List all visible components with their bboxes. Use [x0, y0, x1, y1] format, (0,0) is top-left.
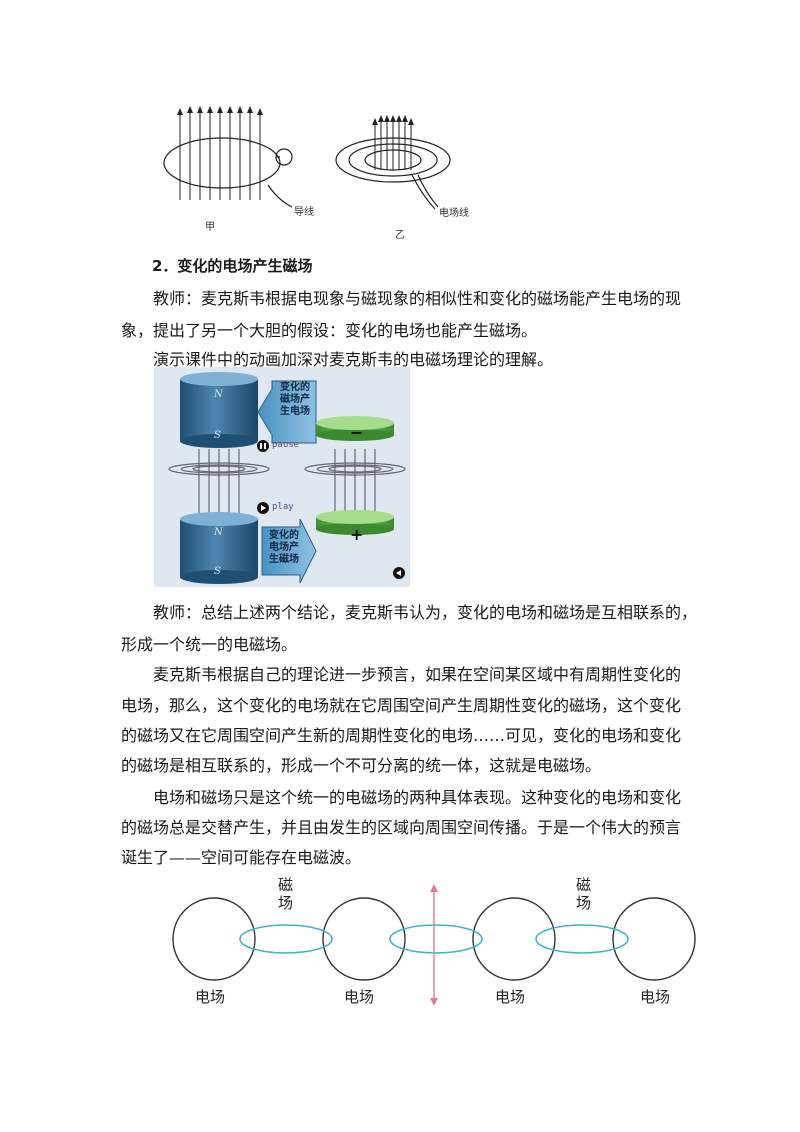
- figure-label-jia: 甲: [205, 222, 215, 233]
- capacitor-plate-top: [316, 416, 394, 441]
- electric-field-circle: [612, 897, 696, 981]
- magnetic-label-right: 磁场: [576, 876, 592, 912]
- paragraph-line: 教师：麦克斯韦根据电现象与磁现象的相似性和变化的磁场能产生电场的现: [153, 289, 682, 308]
- callout-bottom: [261, 518, 317, 584]
- paragraph-line: 的磁场又在它周围空间产生新的周期性变化的电场……可见，变化的电场和变化: [121, 726, 682, 745]
- paragraph-line: 教师：总结上述两个结论，麦克斯韦认为，变化的电场和磁场是互相联系的，: [153, 603, 698, 622]
- electric-label: 电场: [640, 988, 671, 1006]
- electric-field-circle: [472, 897, 556, 981]
- pause-label: pause: [272, 440, 300, 450]
- callout-top-text: 变化的磁场产生电场: [280, 382, 310, 417]
- electric-field-circle: [172, 897, 256, 981]
- paragraph-line: 的磁场是相互联系的，形成一个不可分离的统一体，这就是电磁场。: [121, 756, 602, 775]
- section-heading: 2．变化的电场产生磁场: [152, 257, 313, 275]
- magnetic-field-ellipse: [239, 924, 333, 954]
- electric-label: 电场: [195, 988, 226, 1006]
- paragraph-line: 演示课件中的动画加深对麦克斯韦的电磁场理论的理解。: [153, 350, 554, 369]
- callout-top: [257, 380, 317, 444]
- magnet-cylinder-top: [180, 372, 258, 448]
- capacitor-plate-bottom: [316, 510, 394, 535]
- electric-field-circle: [322, 897, 406, 981]
- electric-label: 电场: [495, 988, 526, 1006]
- pole-s-top: S: [214, 430, 221, 441]
- field-lines-right: [304, 449, 406, 517]
- pause-icon[interactable]: [257, 440, 269, 452]
- back-icon[interactable]: [393, 567, 405, 579]
- magnet-cylinder-bottom: [180, 512, 258, 584]
- annotation-wire: 导线: [294, 207, 314, 218]
- pole-n-bottom: N: [214, 527, 223, 538]
- plate-minus-sign: −: [350, 423, 364, 442]
- paragraph-line: 的磁场总是交替产生，并且由发生的区域向周围空间传播。于是一个伟大的预言: [121, 818, 682, 837]
- callout-bottom-text: 变化的电场产生磁场: [269, 530, 299, 565]
- animation-illustration: [168, 372, 406, 584]
- figure-label-yi: 乙: [395, 230, 405, 241]
- em-wave-diagram: [172, 884, 696, 1006]
- pole-n-top: N: [214, 389, 223, 400]
- paragraph-line: 形成一个统一的电磁场。: [121, 635, 298, 654]
- plate-plus-sign: +: [350, 525, 364, 544]
- paragraph-line: 象，提出了另一个大胆的假设：变化的电场也能产生磁场。: [121, 321, 538, 340]
- propagation-arrow: [430, 884, 438, 1006]
- electric-label: 电场: [344, 988, 375, 1006]
- field-lines-left: [168, 449, 270, 522]
- annotation-field-line: 电场线: [439, 208, 469, 219]
- pole-s-bottom: S: [214, 566, 221, 577]
- field-rings-diagram: [335, 115, 451, 210]
- magnetic-field-ellipse: [389, 924, 483, 954]
- field-lines-figure: [163, 106, 451, 210]
- magnetic-label-left: 磁场: [278, 876, 294, 912]
- wire-loop-diagram: [163, 106, 293, 208]
- paragraph-line: 麦克斯韦根据自己的理论进一步预言，如果在空间某区域中有周期性变化的: [153, 665, 682, 684]
- play-label: play: [272, 502, 294, 512]
- play-icon[interactable]: [257, 502, 269, 514]
- paragraph-line: 电场，那么，这个变化的电场就在它周围空间产生周期性变化的磁场，这个变化: [121, 696, 682, 715]
- paragraph-line: 电场和磁场只是这个统一的电磁场的两种具体表现。这种变化的电场和变化: [153, 788, 682, 807]
- magnetic-field-ellipse: [535, 924, 629, 954]
- paragraph-line: 诞生了——空间可能存在电磁波。: [121, 848, 362, 867]
